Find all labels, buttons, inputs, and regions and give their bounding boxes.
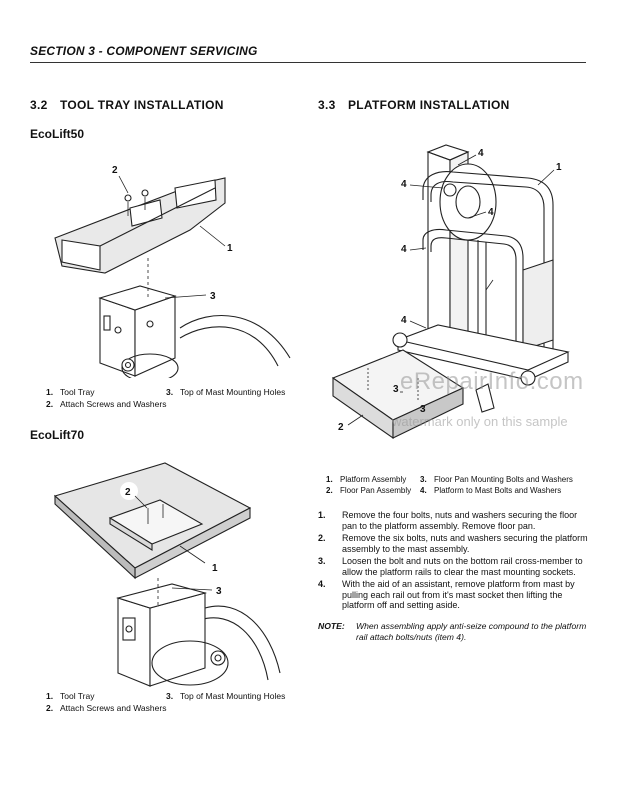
header-rule <box>30 62 586 63</box>
step-item: 4.With the aid of an assistant, remove p… <box>318 579 575 610</box>
legend-item: 3.Top of Mast Mounting Holes <box>166 691 286 701</box>
legend-item: 3.Top of Mast Mounting Holes <box>166 387 286 397</box>
callout-3: 3 <box>420 404 426 415</box>
section-title: TOOL TRAY INSTALLATION <box>60 98 224 112</box>
callout-3: 3 <box>393 384 399 395</box>
callout-2: 2 <box>125 487 131 498</box>
platform-installation-diagram: 4 4 4 4 4 1 3 3 2 <box>331 144 570 440</box>
legend-item: 3.Floor Pan Mounting Bolts and Washers <box>420 475 573 484</box>
callout-1: 1 <box>212 563 218 574</box>
section-header: SECTION 3 - COMPONENT SERVICING <box>30 44 258 58</box>
assembly-note: NOTE: When assembling apply anti-seize c… <box>318 621 588 642</box>
callout-3: 3 <box>210 291 216 302</box>
watermark: eRepairInfo.com <box>400 368 584 395</box>
step-item: 3.Loosen the bolt and nuts on the bottom… <box>318 556 583 577</box>
ecolift50-heading: EcoLift50 <box>30 127 85 141</box>
step-item: 1.Remove the four bolts, nuts and washer… <box>318 510 578 531</box>
ecolift70-tool-tray-diagram: 2 1 3 <box>53 462 281 687</box>
legend-item: 2.Attach Screws and Washers <box>46 702 167 713</box>
legend-item: 1.Platform Assembly <box>326 475 407 484</box>
callout-1: 1 <box>556 162 562 173</box>
legend-item: 2.Floor Pan Assembly <box>326 485 412 495</box>
watermark-sub: watermark only on this sample <box>392 414 568 429</box>
callout-2: 2 <box>338 422 344 433</box>
callout-4: 4 <box>401 179 407 190</box>
legend-item: 1.Tool Tray <box>46 387 95 397</box>
legend-item: 2.Attach Screws and Washers <box>46 398 167 409</box>
callout-4: 4 <box>478 148 484 159</box>
callout-4: 4 <box>401 315 407 326</box>
callout-4: 4 <box>401 244 407 255</box>
ecolift50-tool-tray-diagram: 2 1 3 <box>54 165 291 378</box>
legend-item: 1.Tool Tray <box>46 691 95 701</box>
removal-steps: 1.Remove the four bolts, nuts and washer… <box>318 510 588 613</box>
section-title: PLATFORM INSTALLATION <box>348 98 510 112</box>
step-item: 2.Remove the six bolts, nuts and washers… <box>318 533 588 554</box>
note-label: NOTE: <box>318 621 345 631</box>
note-text: When assembling apply anti-seize compoun… <box>356 621 587 642</box>
callout-2: 2 <box>112 165 118 176</box>
section-3-3-heading: 3.3 PLATFORM INSTALLATION <box>318 98 510 112</box>
callout-3: 3 <box>216 586 222 597</box>
callout-4: 4 <box>488 207 494 218</box>
ecolift70-heading: EcoLift70 <box>30 428 85 442</box>
section-number: 3.2 <box>30 98 48 112</box>
section-number: 3.3 <box>318 98 336 112</box>
legend-item: 4.Platform to Mast Bolts and Washers <box>420 485 562 495</box>
callout-1: 1 <box>227 243 233 254</box>
section-3-2-heading: 3.2 TOOL TRAY INSTALLATION <box>30 98 224 112</box>
